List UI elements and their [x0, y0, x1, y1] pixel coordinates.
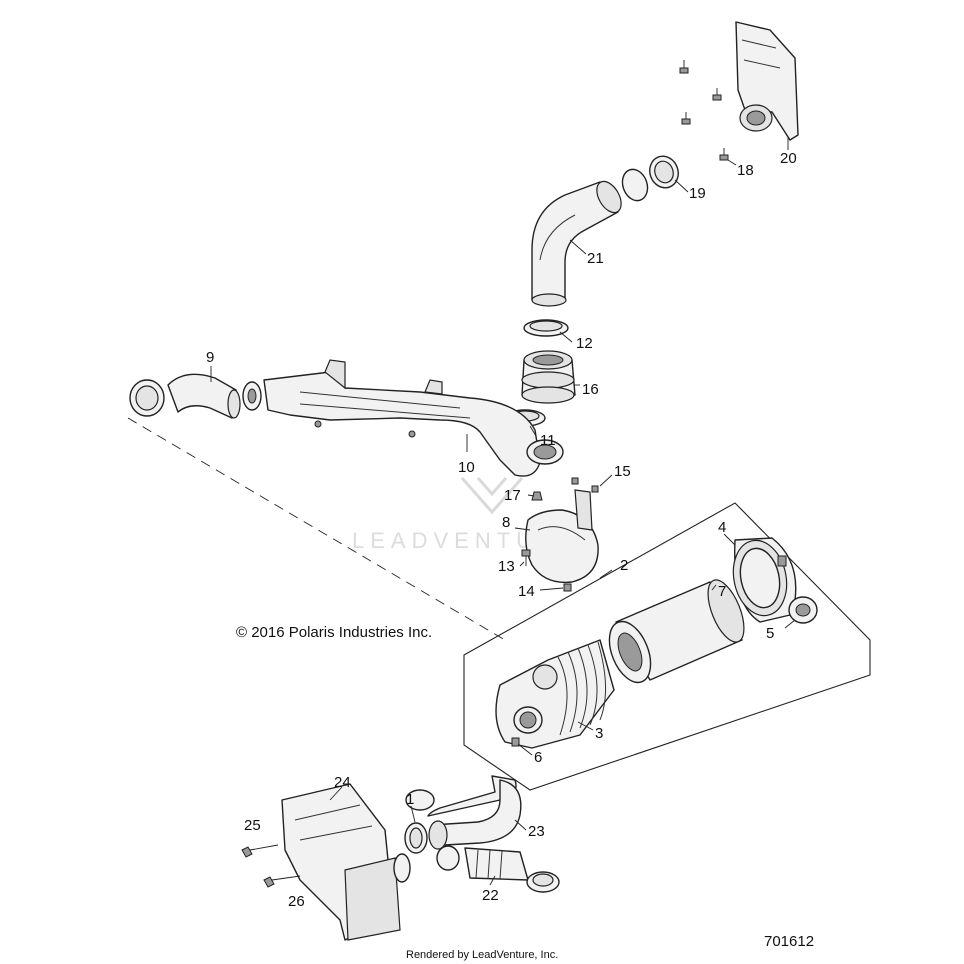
- document-number: 701612: [764, 933, 814, 950]
- callout-13: 13: [498, 558, 515, 575]
- part-6-drain: [511, 737, 520, 747]
- callout-11: 11: [540, 432, 556, 449]
- callout-9: 9: [206, 349, 214, 366]
- rendered-by-text: Rendered by LeadVenture, Inc.: [406, 949, 558, 961]
- callout-8: 8: [502, 514, 510, 531]
- callout-25: 25: [244, 817, 261, 834]
- airbox-group-outline: [463, 502, 871, 791]
- part-13-screw: [521, 549, 531, 566]
- callout-12: 12: [576, 335, 593, 352]
- callout-16: 16: [582, 381, 599, 398]
- callout-20: 20: [780, 150, 797, 167]
- part-7-filter: [608, 579, 745, 684]
- reference-dashed-line: [127, 417, 506, 641]
- callout-22: 22: [482, 887, 499, 904]
- screws-18: [679, 60, 729, 161]
- part-9-hose: [129, 373, 262, 419]
- callout-21: 21: [587, 250, 604, 267]
- copyright-text: © 2016 Polaris Industries Inc.: [236, 624, 432, 641]
- part-3-airbox: [495, 639, 615, 749]
- callout-18: 18: [737, 162, 754, 179]
- part-8-bracket: [525, 489, 599, 584]
- part-1-clamp: [404, 822, 428, 854]
- callout-6: 6: [534, 749, 542, 766]
- callout-10: 10: [458, 459, 475, 476]
- part-26-bolt: [263, 875, 301, 888]
- part-22-boot: [436, 845, 560, 893]
- part-10-intake-duct: [263, 359, 564, 477]
- callout-24: 24: [334, 774, 351, 791]
- part-16-coupler: [521, 350, 576, 404]
- callout-17: 17: [504, 487, 521, 504]
- part-25-bolt: [241, 844, 279, 858]
- callout-19: 19: [689, 185, 706, 202]
- part-15-screws: [571, 477, 599, 493]
- callout-4: 4: [718, 519, 726, 536]
- callout-2: 2: [620, 557, 628, 574]
- callout-5: 5: [766, 625, 774, 642]
- part-4-housing-cover: [732, 537, 797, 623]
- callout-1: 1: [406, 791, 414, 808]
- callout-26: 26: [288, 893, 305, 910]
- part-5-valve: [788, 596, 818, 624]
- callout-3: 3: [595, 725, 603, 742]
- part-14-nut: [563, 583, 572, 592]
- callout-14: 14: [518, 583, 535, 600]
- part-19-clamps: [621, 155, 679, 202]
- callout-15: 15: [614, 463, 631, 480]
- callout-23: 23: [528, 823, 545, 840]
- leader-lines: [210, 136, 796, 886]
- part-12-clamp: [523, 319, 569, 337]
- part-24-muffler: [281, 783, 411, 941]
- part-20-intake-cover: [735, 21, 799, 141]
- part-23-hose: [405, 775, 522, 850]
- part-21-elbow-hose: [531, 180, 622, 307]
- callout-labels: 1 2 3 4 5 6 7 8 9 10 11 12 13 14 15 16 1…: [206, 150, 797, 910]
- callout-7: 7: [718, 583, 726, 600]
- part-17-grommet: [531, 491, 543, 501]
